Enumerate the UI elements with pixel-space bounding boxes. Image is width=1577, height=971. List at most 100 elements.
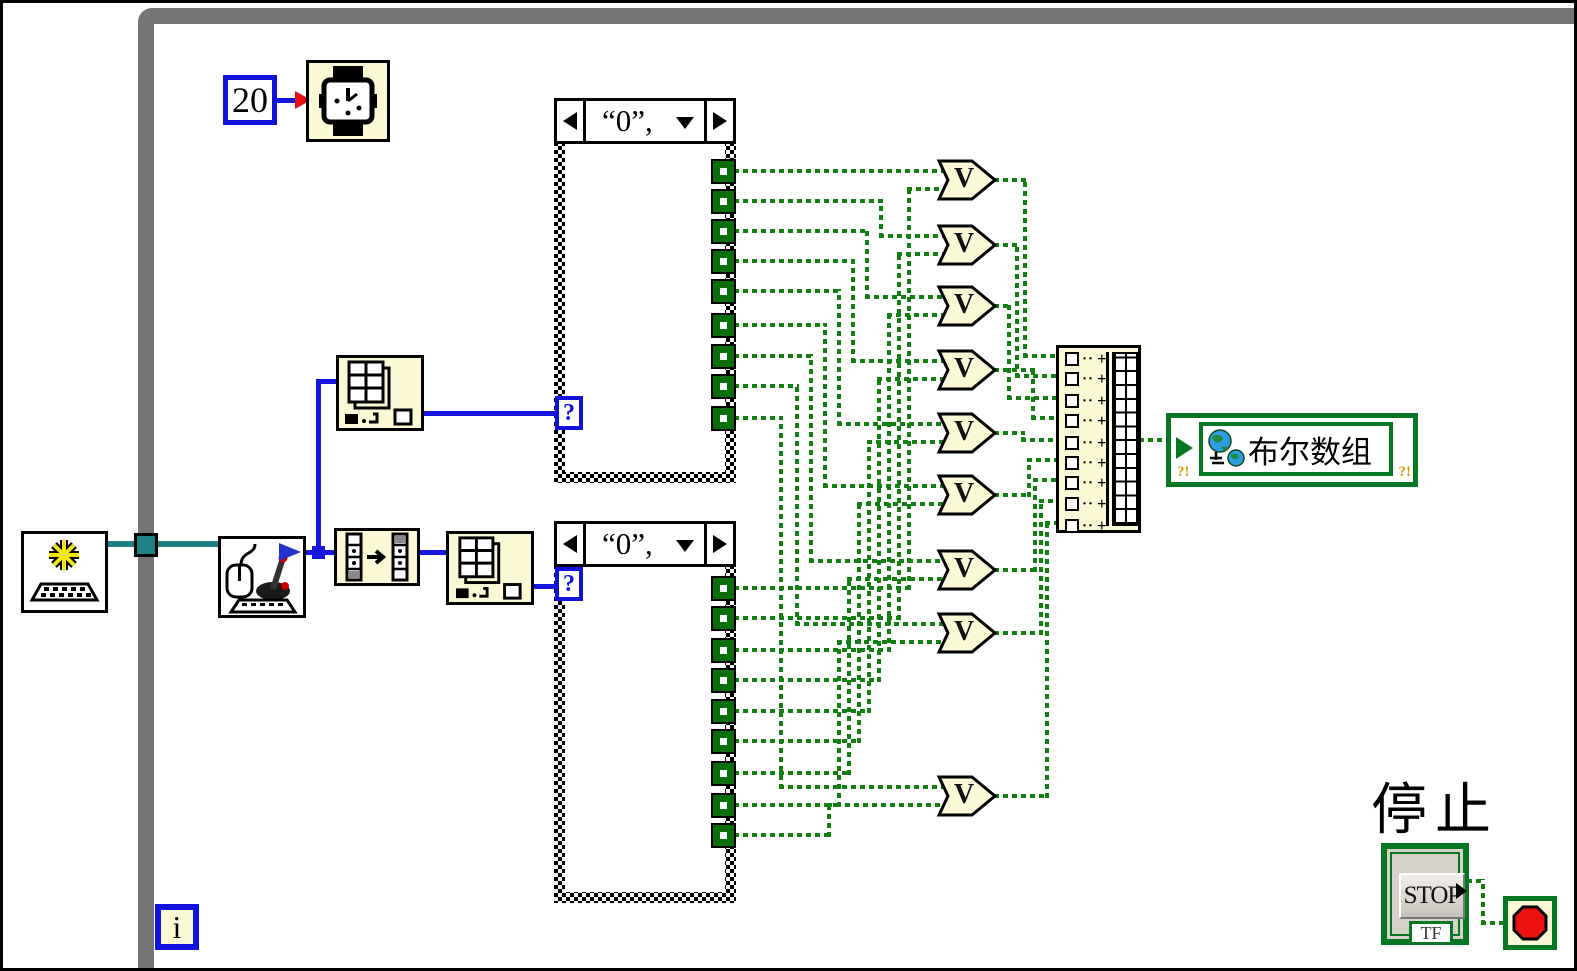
wire-segment [827,803,831,837]
wire-segment [734,739,861,743]
append-icon: + [1097,369,1107,388]
tunnel-square-icon [720,647,727,654]
wire-segment [1481,921,1505,925]
or-function[interactable]: V [936,473,998,517]
or-function[interactable]: V [936,158,998,202]
build-array-input-row[interactable]: ··+ [1065,412,1107,429]
boolean-tunnel[interactable] [711,249,736,274]
wire-segment [857,502,945,506]
or-function[interactable]: V [936,284,998,328]
boolean-tunnel[interactable] [711,279,736,304]
or-gate-icon [936,474,998,516]
loop-tunnel[interactable] [134,533,158,557]
build-array-input-row[interactable]: ··+ [1065,369,1107,388]
case-structure-bottom[interactable]: “0”, [554,521,736,903]
append-icon: + [1097,433,1107,452]
selector-decrement-arrow[interactable] [557,524,586,564]
or-function[interactable]: V [936,223,998,267]
or-function[interactable]: V [936,548,998,592]
wire-segment [994,243,1019,247]
append-icon: + [1097,516,1107,535]
mouse-cable-icon [239,543,257,566]
loop-iteration-terminal[interactable]: i [155,904,199,950]
numeric-constant-20[interactable]: 20 [223,75,277,125]
wire-segment [1027,458,1031,497]
build-array-input-row[interactable]: ··+ [1065,516,1107,535]
tunnel-square-icon [720,708,727,715]
wire-segment [734,199,883,203]
or-gate-label: V [954,228,975,259]
array-convert-function[interactable] [334,528,420,586]
stop-button[interactable]: STOP [1399,873,1465,919]
or-function[interactable]: V [936,774,998,818]
wire-segment [315,378,321,555]
boolean-tunnel[interactable] [711,313,736,338]
while-loop[interactable] [138,8,1574,968]
case-selector-label[interactable]: “0”, [586,524,704,564]
index-array-function-bottom[interactable] [446,531,534,605]
build-array-input-row[interactable]: ··+ [1065,454,1107,471]
boolean-tunnel[interactable] [711,374,736,399]
question-mark-icon: ? [563,399,575,426]
tunnel-square-icon [720,770,727,777]
boolean-tunnel[interactable] [711,406,736,431]
boolean-tunnel[interactable] [711,668,736,693]
boolean-tunnel[interactable] [711,761,736,786]
or-function[interactable]: V [936,611,998,655]
wire-segment [994,794,1049,798]
build-array-input-row[interactable]: ··+ [1065,474,1107,491]
boolean-tunnel[interactable] [711,699,736,724]
element-square-icon [1065,394,1079,408]
stop-button-terminal[interactable]: STOP TF [1381,843,1469,945]
wire-segment [851,259,855,363]
selector-increment-arrow[interactable] [704,101,733,141]
build-array-input-row[interactable]: ··+ [1065,433,1107,452]
wire-segment [795,384,799,626]
boolean-tunnel[interactable] [711,638,736,663]
boolean-tunnel[interactable] [711,189,736,214]
wire-segment [823,484,945,488]
wire-segment [734,289,841,293]
boolean-tunnel[interactable] [711,219,736,244]
tunnel-square-icon [720,198,727,205]
selector-decrement-arrow[interactable] [557,101,586,141]
wire-segment [1015,243,1019,378]
constant-value: 20 [232,80,268,120]
case-selector-label[interactable]: “0”, [586,101,704,141]
boolean-tunnel[interactable] [711,606,736,631]
boolean-array-indicator[interactable]: ?! 布尔数组 ?! [1166,413,1418,487]
boolean-tunnel[interactable] [711,823,736,848]
build-array-function[interactable]: ··+ ··+ ··+ ··+ ··+ ··+ ··+ ··+ ··+ [1056,345,1141,535]
loop-condition-terminal[interactable] [1503,896,1557,950]
build-array-input-row[interactable]: ··+ [1065,350,1107,367]
wait-ms-function[interactable] [306,60,390,142]
wire-segment [734,416,783,420]
boolean-tunnel[interactable] [711,793,736,818]
boolean-tunnel[interactable] [711,729,736,754]
boolean-tunnel[interactable] [711,159,736,184]
or-gate-icon [936,159,998,201]
build-array-input-row[interactable]: ··+ [1065,495,1107,512]
wire-segment [779,785,945,789]
tunnel-square-icon [720,802,727,809]
selector-increment-arrow[interactable] [704,524,733,564]
initialize-keyboard-vi[interactable] [21,531,108,613]
index-array-function-top[interactable] [336,355,424,431]
boolean-tunnel[interactable] [711,576,736,601]
tunnel-square-icon [720,168,727,175]
wire-segment [421,410,558,416]
boolean-tunnel[interactable] [711,344,736,369]
wire-segment [795,622,945,626]
or-function[interactable]: V [936,411,998,455]
or-gate-icon [936,224,998,266]
tunnel-square-icon [720,228,727,235]
acquire-input-data-vi[interactable] [218,536,306,618]
or-function[interactable]: V [936,348,998,392]
wire-segment [837,289,841,426]
wire-segment [865,295,945,299]
wire-segment [1021,431,1025,442]
build-array-input-row[interactable]: ··+ [1065,392,1107,409]
case-structure-top[interactable]: “0”, [554,98,736,483]
case-selector-terminal-top[interactable]: ? [555,396,583,430]
case-selector-terminal-bottom[interactable]: ? [555,567,583,601]
